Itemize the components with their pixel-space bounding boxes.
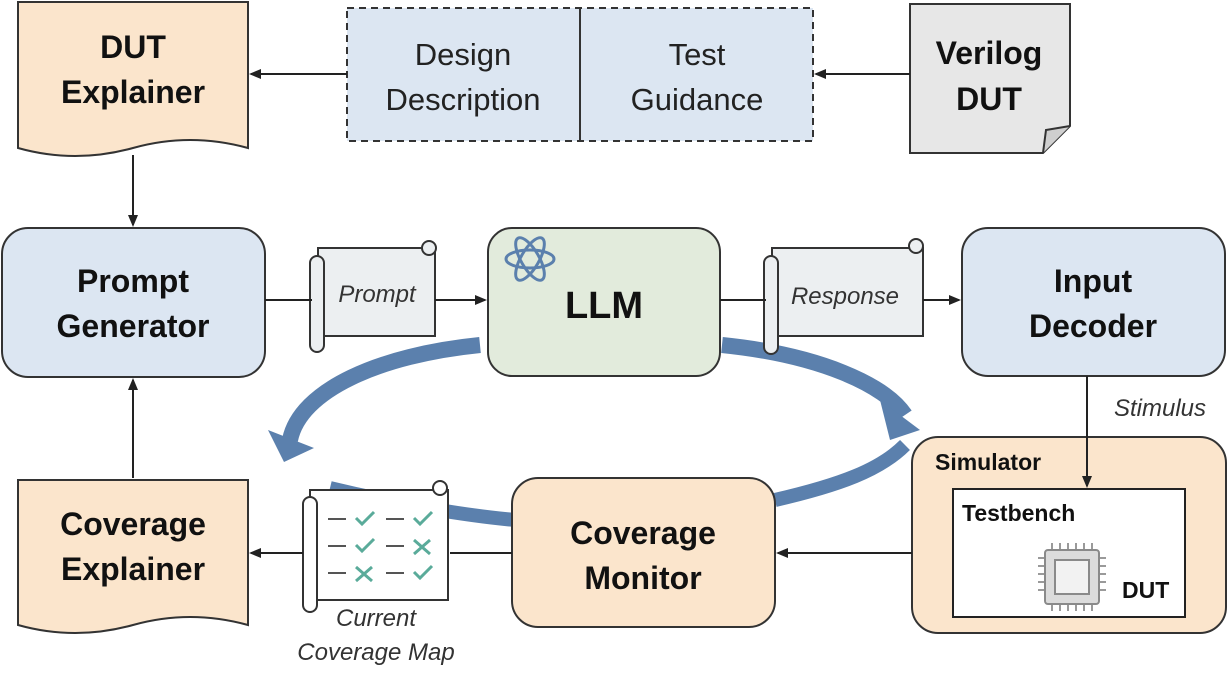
- llm-label: LLM: [565, 285, 643, 327]
- verilog-dut-line1: Verilog: [936, 35, 1043, 71]
- response-label: Response: [791, 283, 899, 310]
- coverage-explainer-line2: Explainer: [61, 551, 205, 587]
- chip-icon: [1038, 543, 1106, 611]
- coverage-explainer-line1: Coverage: [60, 506, 206, 542]
- dut-explainer-line2: Explainer: [61, 74, 205, 110]
- verilog-dut-node: Verilog DUT: [909, 3, 1071, 154]
- testbench-label: Testbench: [962, 500, 1075, 526]
- llm-node: LLM: [487, 227, 721, 377]
- test-guidance-line2: Guidance: [631, 82, 764, 117]
- simulator-node: Simulator Testbench DUT: [911, 436, 1227, 634]
- input-decoder-line2: Decoder: [1029, 308, 1157, 344]
- response-scroll: Response: [763, 238, 924, 355]
- prompt-generator-node: Prompt Generator: [1, 227, 266, 378]
- coverage-monitor-node: Coverage Monitor: [511, 477, 776, 628]
- current-coverage-map-line1: Current: [336, 605, 417, 632]
- dut-explainer-node: DUT Explainer: [17, 1, 249, 157]
- input-decoder-node: Input Decoder: [961, 227, 1226, 377]
- verilog-dut-line2: DUT: [956, 81, 1022, 117]
- prompt-generator-line2: Generator: [57, 308, 210, 344]
- coverage-explainer-node: Coverage Explainer: [17, 479, 249, 634]
- coverage-map-scroll: Current Coverage Map: [297, 480, 455, 666]
- stimulus-label: Stimulus: [1114, 395, 1206, 422]
- design-description-line1: Design: [415, 37, 512, 72]
- connector-arrows: [128, 69, 1092, 558]
- dut-explainer-line1: DUT: [100, 29, 166, 65]
- test-guidance-line1: Test: [669, 37, 726, 72]
- coverage-checklist-icon: [328, 518, 404, 574]
- openai-logo-icon: [504, 236, 556, 282]
- prompt-label: Prompt: [338, 281, 417, 308]
- coverage-monitor-line1: Coverage: [570, 515, 716, 551]
- design-description-line2: Description: [385, 82, 540, 117]
- current-coverage-map-line2: Coverage Map: [297, 639, 454, 666]
- prompt-scroll: Prompt: [309, 240, 437, 353]
- input-decoder-line1: Input: [1054, 263, 1133, 299]
- dut-chip-label: DUT: [1122, 577, 1169, 603]
- simulator-label: Simulator: [935, 449, 1041, 475]
- design-test-group: Design Description Test Guidance: [346, 7, 814, 142]
- coverage-monitor-line2: Monitor: [584, 560, 701, 596]
- prompt-generator-line1: Prompt: [77, 263, 189, 299]
